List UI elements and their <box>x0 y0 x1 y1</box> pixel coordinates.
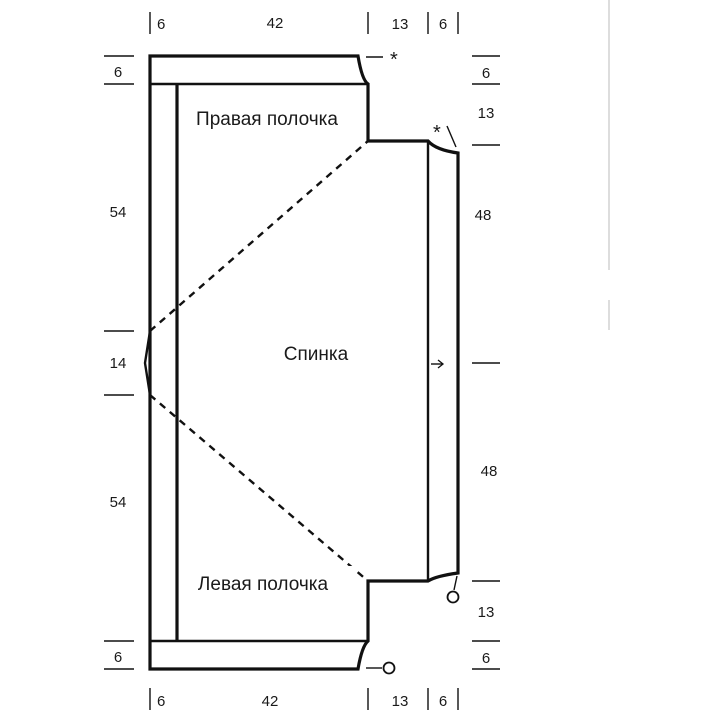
top-dim-6b: 6 <box>439 16 447 33</box>
right-front-label: Правая полочка <box>196 109 338 130</box>
circle-marker-bottom <box>366 661 396 675</box>
circle-icon <box>446 590 460 604</box>
lower-fold-dashed-line <box>149 394 369 582</box>
star-icon: * <box>390 49 398 71</box>
circle-icon <box>382 661 396 675</box>
left-dimensions: 6 54 14 54 6 <box>104 55 134 670</box>
right-dim-48: 48 <box>475 207 492 224</box>
right-dim-48b: 48 <box>481 463 498 480</box>
star-icon: * <box>433 122 441 144</box>
right-dimensions: 6 13 48 48 13 6 <box>472 55 500 670</box>
left-dim-6b: 6 <box>114 649 122 666</box>
right-dim-6b: 6 <box>482 650 490 667</box>
bottom-dim-42: 42 <box>262 693 279 710</box>
right-dim-13: 13 <box>478 105 495 122</box>
bottom-dim-6: 6 <box>157 693 165 710</box>
top-dim-42: 42 <box>267 15 284 32</box>
bottom-dim-6b: 6 <box>439 693 447 710</box>
bottom-dim-13: 13 <box>392 693 409 710</box>
upper-fold-dashed-line <box>149 140 369 332</box>
left-dim-54b: 54 <box>110 494 127 511</box>
circle-marker-sleeve <box>446 575 460 604</box>
label-bg <box>183 101 355 131</box>
collar-notch <box>143 330 152 396</box>
right-dim-13b: 13 <box>478 604 495 621</box>
top-dim-13: 13 <box>392 16 409 33</box>
top-dimensions: 6 42 13 6 <box>149 12 459 34</box>
label-bg <box>183 566 355 596</box>
arrow-icon <box>431 359 445 369</box>
top-dim-6: 6 <box>157 16 165 33</box>
right-dim-6: 6 <box>482 65 490 82</box>
left-dim-54: 54 <box>110 204 127 221</box>
left-front-label: Левая полочка <box>198 574 329 595</box>
star-marker-top: * <box>366 49 398 71</box>
bottom-dimensions: 6 42 13 6 <box>149 688 459 710</box>
star-marker-sleeve: * <box>433 122 457 148</box>
left-dim-14: 14 <box>110 355 127 372</box>
left-dim-6: 6 <box>114 64 122 81</box>
garment-outline <box>148 54 460 671</box>
back-label: Спинка <box>284 344 349 365</box>
